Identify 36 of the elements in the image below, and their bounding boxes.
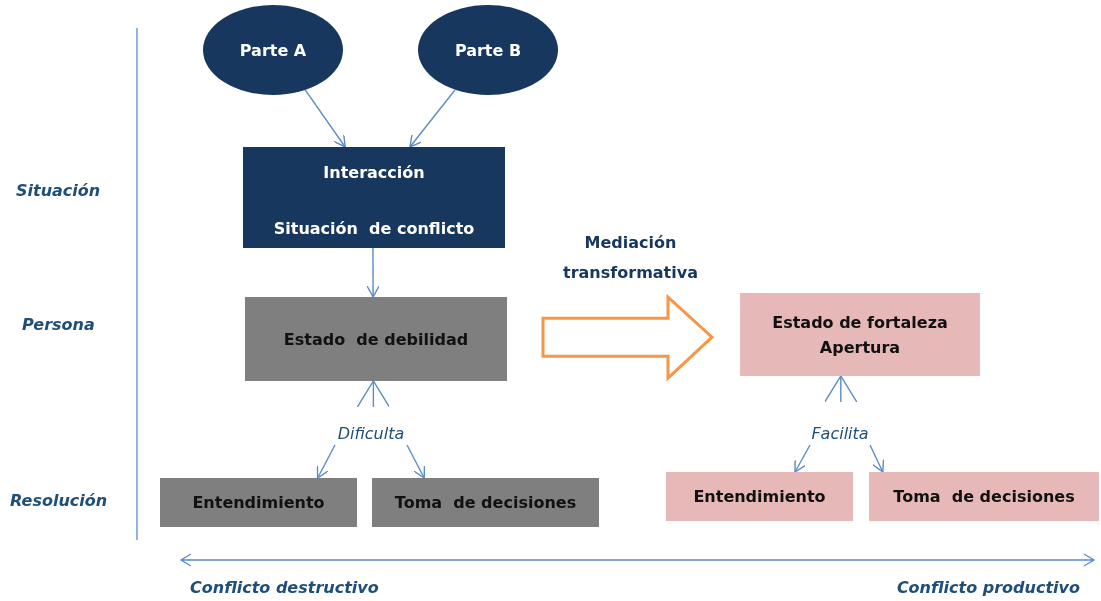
connector-label: Dificulta bbox=[337, 423, 405, 443]
node-text: Toma de decisiones bbox=[394, 493, 577, 512]
arrow bbox=[794, 444, 811, 473]
node-text: Parte A bbox=[239, 40, 307, 60]
chevron-arrow bbox=[356, 380, 391, 408]
node-text: Toma de decisiones bbox=[893, 487, 1075, 506]
process-box bbox=[243, 147, 505, 248]
process-box bbox=[372, 478, 599, 527]
node-text: Parte B bbox=[454, 40, 522, 60]
edge-label: Mediación transformativa bbox=[562, 232, 699, 284]
process-box bbox=[869, 472, 1099, 521]
process-box bbox=[666, 472, 853, 521]
arrow bbox=[316, 444, 336, 479]
row-label: Resolución bbox=[10, 491, 108, 510]
arrow bbox=[304, 89, 346, 148]
block-arrow bbox=[541, 293, 715, 382]
scale-label: Conflicto destructivo bbox=[190, 578, 379, 597]
node-text: Estado de fortaleza bbox=[772, 312, 948, 332]
chevron-arrow bbox=[824, 375, 858, 403]
row-label: Situación bbox=[16, 181, 101, 200]
arrow bbox=[406, 444, 426, 479]
process-box bbox=[160, 478, 357, 527]
arrow bbox=[409, 89, 456, 148]
arrow bbox=[366, 247, 380, 298]
scale-label: Conflicto productivo bbox=[896, 578, 1080, 597]
node-text: Entendimiento bbox=[693, 487, 826, 506]
arrow bbox=[869, 444, 885, 473]
row-label: Persona bbox=[22, 315, 95, 334]
process-box bbox=[740, 293, 980, 376]
node-text: Apertura bbox=[819, 337, 901, 357]
node-text: Estado de debilidad bbox=[283, 329, 469, 349]
node-text: Situación de conflicto bbox=[273, 219, 475, 238]
connector-label: Facilita bbox=[811, 423, 869, 443]
node-text: Interacción bbox=[323, 163, 425, 182]
node-text: Entendimiento bbox=[192, 493, 325, 512]
process-box bbox=[245, 297, 507, 381]
